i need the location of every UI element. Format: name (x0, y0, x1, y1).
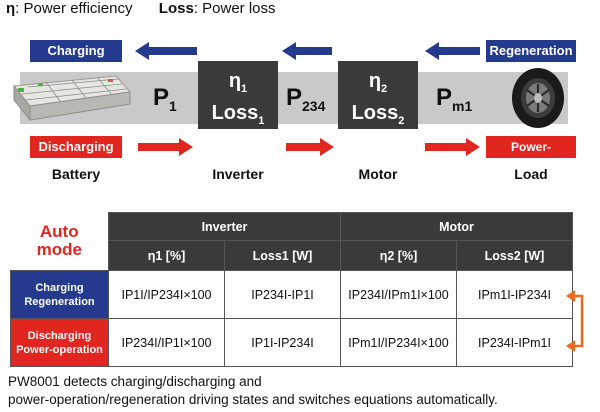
table-row: Charging Regeneration IP1I/IP234I×100 IP… (10, 270, 573, 319)
table-cell: IPm1I/IP234I×100 (340, 318, 457, 367)
table-cell: IPm1I-IP234I (456, 270, 573, 319)
loss-legend-label: Loss (158, 0, 194, 17)
p1-label: P1 (153, 84, 177, 114)
eta-legend-text: : Power efficiency (15, 0, 133, 17)
row-label-discharging: Discharging Power-operation (10, 318, 109, 367)
inverter-eta-sub: 1 (241, 83, 248, 95)
regeneration-tag: Regeneration (486, 40, 576, 62)
battery-caption: Battery (51, 166, 101, 182)
table-cell: IP234I/IPm1I×100 (340, 270, 457, 319)
motor-eta-sub: 2 (381, 83, 388, 95)
col-header-loss2: Loss2 [W] (456, 240, 573, 271)
red-arrow-right (425, 138, 480, 156)
power-operation-tag: Power-operation (486, 136, 576, 176)
inverter-loss: Loss (211, 102, 259, 124)
col-header-loss1: Loss1 [W] (224, 240, 341, 271)
auto-mode-line2: mode (36, 240, 82, 260)
battery-pack-image (8, 70, 133, 126)
inverter-caption: Inverter (212, 166, 264, 182)
equations-table: Auto mode Inverter Motor η1 [%] Loss1 [W… (10, 212, 573, 367)
inverter-group-header: Inverter (108, 212, 341, 241)
col-header-eta2: η2 [%] (340, 240, 457, 271)
motor-caption: Motor (358, 166, 398, 182)
red-arrow-left (138, 138, 193, 156)
table-cell: IP1I/IP234I×100 (108, 270, 225, 319)
tire-image (505, 66, 571, 130)
motor-box: η2 Loss2 (338, 61, 418, 129)
inverter-eta: η (228, 70, 242, 92)
load-caption: Load (514, 166, 548, 182)
col-header-eta1: η1 [%] (108, 240, 225, 271)
motor-eta: η (368, 70, 382, 92)
table-cell: IP234I/IP1I×100 (108, 318, 225, 367)
inverter-box: η1 Loss1 (198, 61, 278, 129)
footer-note-line1: PW8001 detects charging/discharging and (8, 374, 262, 389)
blue-arrow-left (135, 42, 197, 60)
row-label-charging: Charging Regeneration (10, 270, 109, 319)
legend: η: Power efficiency Loss: Power loss (6, 0, 276, 17)
eta-symbol: η (6, 0, 16, 17)
p234-label: P234 (286, 84, 326, 114)
red-arrow-middle (286, 138, 334, 156)
auto-mode-line1: Auto (39, 222, 79, 242)
pm1-label: Pm1 (436, 84, 473, 114)
charging-tag: Charging (30, 40, 122, 62)
inverter-loss-sub: 1 (258, 115, 265, 127)
table-row: Discharging Power-operation IP234I/IP1I×… (10, 318, 573, 367)
blue-arrow-right (425, 42, 480, 60)
table-cell: IP234I-IP1I (224, 270, 341, 319)
table-cell: IP234I-IPm1I (456, 318, 573, 367)
blue-arrow-middle (282, 42, 332, 60)
auto-mode-cell: Auto mode (10, 212, 109, 271)
loss-legend-text: : Power loss (193, 0, 276, 17)
discharging-tag: Discharging (30, 136, 122, 158)
switch-bracket-arrows (566, 290, 584, 352)
motor-loss-sub: 2 (398, 115, 405, 127)
motor-group-header: Motor (340, 212, 573, 241)
table-cell: IP1I-IP234I (224, 318, 341, 367)
motor-loss: Loss (351, 102, 399, 124)
footer-note-line2: power-operation/regeneration driving sta… (8, 392, 498, 407)
footer-note: PW8001 detects charging/discharging and … (8, 373, 498, 409)
